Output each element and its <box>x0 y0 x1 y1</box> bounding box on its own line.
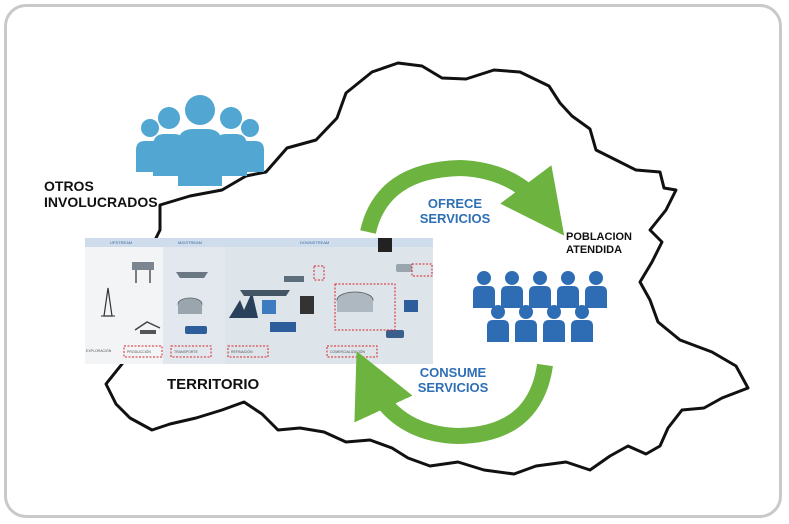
label-otros-involucrados: OTROS INVOLUCRADOS <box>44 178 158 210</box>
svg-text:MIDSTREAM: MIDSTREAM <box>178 240 202 245</box>
label-otros-line1: OTROS <box>44 178 94 194</box>
arrow-ofrece <box>360 159 565 236</box>
label-territorio: TERRITORIO <box>167 376 260 393</box>
label-consume-line2: SERVICIOS <box>417 379 489 395</box>
population-grid-icon <box>473 271 607 342</box>
svg-text:TRANSPORTE: TRANSPORTE <box>174 350 199 354</box>
group-people-icon <box>136 95 264 186</box>
label-poblacion-line2: ATENDIDA <box>566 243 623 256</box>
svg-text:COMERCIALIZACIÓN: COMERCIALIZACIÓN <box>330 349 365 354</box>
label-otros-line2: INVOLUCRADOS <box>44 194 158 211</box>
svg-text:REFINACIÓN: REFINACIÓN <box>231 349 253 354</box>
label-consume-servicios: CONSUME SERVICIOS <box>403 365 503 396</box>
label-ofrece-line1: OFRECE <box>427 196 483 211</box>
label-consume-line1: CONSUME <box>419 365 487 380</box>
svg-text:EXPLORACIÓN: EXPLORACIÓN <box>86 348 112 353</box>
territory-map-outline <box>104 61 750 476</box>
label-ofrece-line2: SERVICIOS <box>419 210 491 226</box>
label-poblacion-line1: POBLACION <box>566 231 632 243</box>
arrow-consume <box>354 350 553 445</box>
svg-text:DOWNSTREAM: DOWNSTREAM <box>300 240 329 245</box>
svg-text:PRODUCCIÓN: PRODUCCIÓN <box>127 349 151 354</box>
label-poblacion-atendida: POBLACION ATENDIDA <box>566 231 632 256</box>
svg-text:UPSTREAM: UPSTREAM <box>110 240 132 245</box>
label-ofrece-servicios: OFRECE SERVICIOS <box>407 196 503 227</box>
value-chain-image: UPSTREAM MIDSTREAM DOWNSTREAM <box>85 238 433 364</box>
